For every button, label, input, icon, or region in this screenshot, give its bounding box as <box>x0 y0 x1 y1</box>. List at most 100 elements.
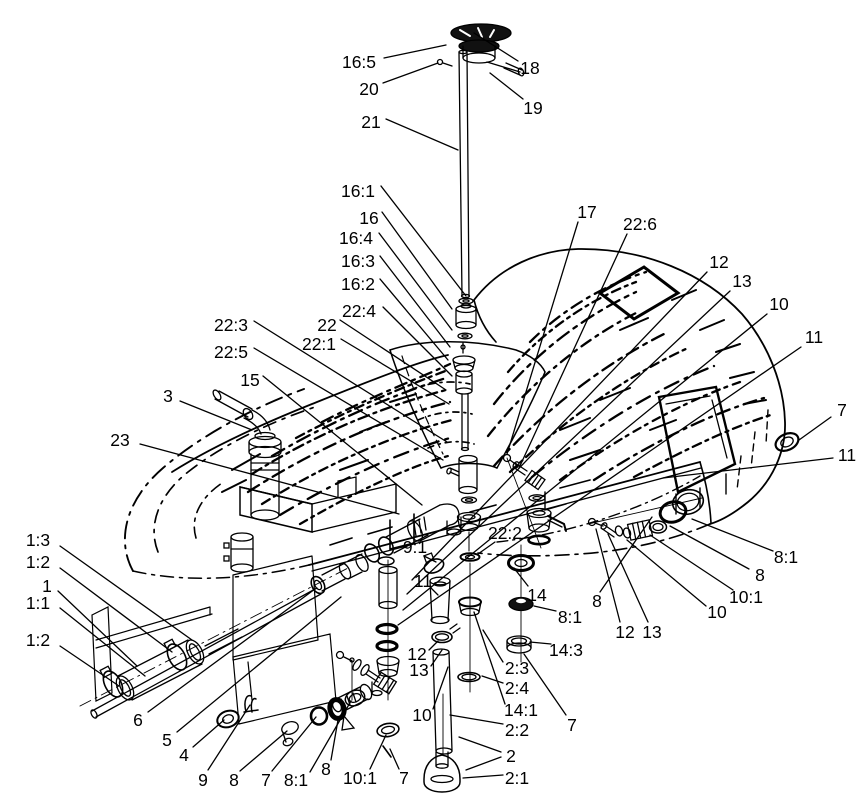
part-label-1-2: 1:2 <box>26 552 50 572</box>
part-label-22-3: 22:3 <box>214 315 248 335</box>
part-label-2-2: 2:2 <box>505 720 529 740</box>
leader-line-9 <box>207 704 251 771</box>
leader-line-22-2 <box>477 541 496 555</box>
leader-line-2 <box>465 756 502 771</box>
part-label-8-1: 8:1 <box>558 607 582 627</box>
part-label-9-1: 9:1 <box>403 537 427 557</box>
part-label-23: 23 <box>110 430 129 450</box>
part-label-15: 15 <box>240 370 259 390</box>
part-label-16-4: 16:4 <box>339 228 373 248</box>
leader-line-4 <box>192 719 225 748</box>
leader-line-11 <box>662 457 834 479</box>
part-label-14-1: 14:1 <box>504 700 538 720</box>
part-label-1-1: 1:1 <box>26 593 50 613</box>
part-label-14: 14 <box>527 585 547 605</box>
part-label-20: 20 <box>359 79 379 99</box>
part-label-10: 10 <box>707 602 727 622</box>
part-label-1-2: 1:2 <box>26 630 50 650</box>
part-label-22: 22 <box>317 315 336 335</box>
leader-line-16-1 <box>380 185 467 297</box>
leader-line-7 <box>271 716 317 772</box>
leader-line-15 <box>262 375 423 506</box>
part-label-2-4: 2:4 <box>505 678 530 698</box>
part-label-16-5: 16:5 <box>342 52 376 72</box>
leader-line-1-3 <box>59 545 193 641</box>
leader-line-10-1 <box>649 534 734 591</box>
part-label-2-1: 2:1 <box>505 768 529 788</box>
part-label-13: 13 <box>732 271 751 291</box>
leader-line-10-1 <box>369 734 387 770</box>
part-label-21: 21 <box>361 112 380 132</box>
part-label-1-3: 1:3 <box>26 530 50 550</box>
leader-line-16 <box>381 211 453 310</box>
part-label-10: 10 <box>412 705 432 725</box>
gauge-seal-column <box>506 544 535 663</box>
leader-line-1-2 <box>59 645 120 687</box>
part-label-8: 8 <box>755 565 765 585</box>
part-label-10-1: 10:1 <box>729 587 763 607</box>
part-label-22-2: 22:2 <box>488 523 522 543</box>
part-label-14-3: 14:3 <box>549 640 583 660</box>
part-label-16-1: 16:1 <box>341 181 375 201</box>
part-label-1: 1 <box>42 576 52 596</box>
part-label-4: 4 <box>179 745 189 765</box>
leader-line-21 <box>385 118 459 151</box>
leader-line-13 <box>607 533 649 623</box>
leader-line-22-6 <box>518 233 628 469</box>
dipstick-tube <box>458 49 471 299</box>
leader-line-8-1 <box>691 518 774 552</box>
fitting-washer-column <box>457 562 482 693</box>
leader-line-11 <box>430 587 439 596</box>
fuel-cap <box>450 23 512 64</box>
leader-line-1 <box>57 590 138 667</box>
small-fasteners <box>216 694 329 747</box>
leader-line-22-3 <box>253 320 448 443</box>
vent-fitting <box>436 58 525 77</box>
part-label-8: 8 <box>229 770 239 790</box>
leader-line-12 <box>411 271 708 581</box>
leader-line-1-1 <box>59 607 146 677</box>
leader-line-16-2 <box>379 278 449 361</box>
leader-line-20 <box>382 62 439 84</box>
leader-line-8 <box>669 525 750 570</box>
leader-line-22 <box>339 319 447 391</box>
leader-line-16-4 <box>378 232 453 331</box>
part-label-22-6: 22:6 <box>623 214 657 234</box>
part-label-11: 11 <box>805 327 823 347</box>
leader-line-22-5 <box>253 347 444 461</box>
part-label-12: 12 <box>615 622 634 642</box>
part-label-16-2: 16:2 <box>341 274 375 294</box>
leader-line-2 <box>458 736 502 753</box>
leader-line-16-3 <box>379 255 451 348</box>
mounting-brackets <box>91 555 337 725</box>
part-label-2-3: 2:3 <box>505 658 529 678</box>
part-label-7: 7 <box>261 770 271 790</box>
part-label-10: 10 <box>769 294 789 314</box>
leader-line-19 <box>489 72 524 100</box>
part-label-5: 5 <box>162 730 172 750</box>
leader-line-14 <box>513 567 529 587</box>
leader-line-2-3 <box>482 629 504 663</box>
leader-line-17 <box>506 221 579 455</box>
leader-line-10 <box>626 539 707 607</box>
part-label-3: 3 <box>163 386 173 406</box>
leader-line-14-3 <box>529 641 552 645</box>
part-label-22-1: 22:1 <box>302 334 336 354</box>
leader-line-2-1 <box>462 774 504 779</box>
leader-line-18 <box>473 32 519 62</box>
filter-canister <box>212 389 397 573</box>
part-label-13: 13 <box>642 622 661 642</box>
leader-line-3 <box>179 400 253 431</box>
leader-line-10 <box>432 666 449 710</box>
part-label-19: 19 <box>523 98 542 118</box>
leader-line-7 <box>389 748 400 770</box>
part-label-7: 7 <box>399 768 409 788</box>
part-label-17: 17 <box>577 202 596 222</box>
leader-line-23 <box>139 443 400 515</box>
part-label-8-1: 8:1 <box>774 547 798 567</box>
leader-line-8 <box>599 516 653 593</box>
leader-line-8-1 <box>533 605 557 612</box>
leader-line-22-4 <box>382 306 453 377</box>
